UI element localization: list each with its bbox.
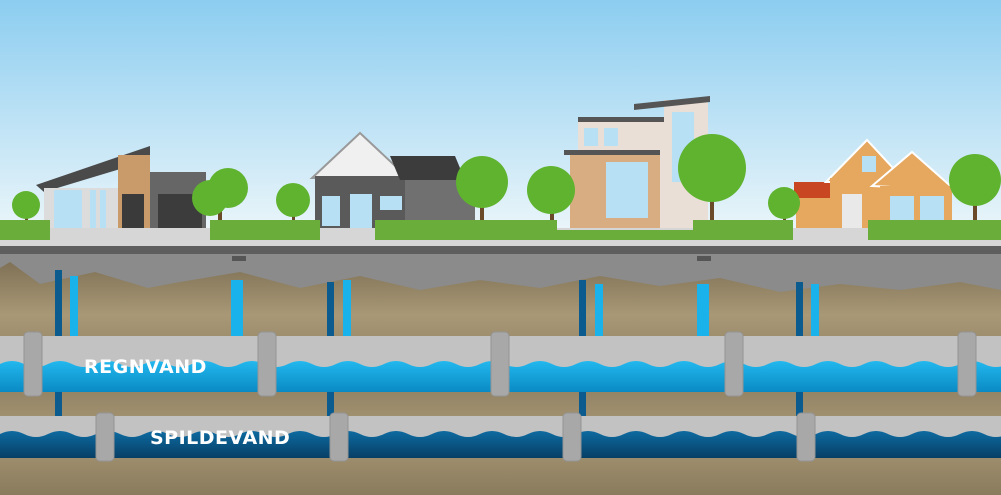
road-surface <box>0 246 1001 254</box>
pipe-couplings <box>95 412 816 462</box>
wastewater-pipe: SPILDEVAND <box>0 412 1001 462</box>
drain-grate <box>232 256 246 261</box>
rainwater-pipe: REGNVAND <box>0 331 1001 397</box>
rainwater-label: REGNVAND <box>84 356 207 378</box>
house-4 <box>794 138 958 232</box>
road-base <box>0 254 1001 292</box>
drain-grate <box>697 256 711 261</box>
hedges <box>0 220 1001 240</box>
house-3 <box>564 96 710 232</box>
rainwater-downpipes <box>70 276 819 336</box>
trees <box>12 134 1001 223</box>
pipe-couplings <box>23 331 977 397</box>
wastewater-label: SPILDEVAND <box>150 427 290 449</box>
